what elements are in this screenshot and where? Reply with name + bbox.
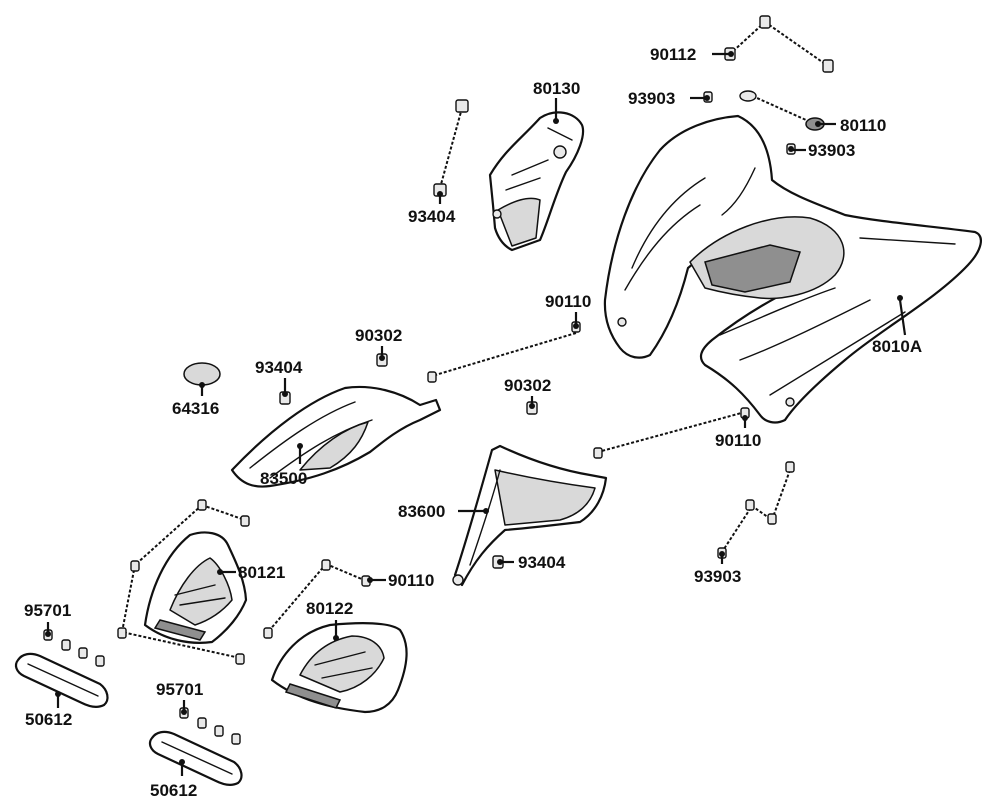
label-83500: 83500 [260,469,307,488]
label-93903-top: 93903 [628,89,675,108]
leader-lines [45,51,907,776]
side-cover-83500 [230,385,442,488]
label-90110-bottom: 90110 [388,571,434,590]
label-95701-left: 95701 [24,601,71,620]
rear-fender-8010A [603,114,982,424]
foot-peg-50612-a [14,652,109,708]
label-93404-bottom: 93404 [518,553,566,572]
footrest-80122 [270,622,408,714]
side-cover-83600 [452,444,608,587]
label-90110-right: 90110 [715,431,761,450]
label-93903-bottom: 93903 [694,567,741,586]
label-90112: 90112 [650,45,696,64]
label-64316: 64316 [172,399,219,418]
label-93404-top: 93404 [408,207,456,226]
label-93903-right: 93903 [808,141,855,160]
bracket-80130 [488,111,585,252]
label-80110: 80110 [840,116,886,135]
label-80130: 80130 [533,79,580,98]
label-80122: 80122 [306,599,353,618]
label-90110-mid: 90110 [545,292,591,311]
part-labels: 90112 93903 80110 93903 80130 93404 9011… [24,45,922,800]
label-50612-bottom: 50612 [150,781,197,800]
label-50612-left: 50612 [25,710,72,729]
label-90302-center: 90302 [504,376,551,395]
footrest-80121 [143,531,248,644]
label-93404-left: 93404 [255,358,303,377]
fastener-lines [120,21,829,659]
label-95701-bottom: 95701 [156,680,203,699]
label-83600: 83600 [398,502,445,521]
label-90302-left: 90302 [355,326,402,345]
foot-peg-50612-b [148,730,243,786]
label-80121: 80121 [238,563,285,582]
label-8010A: 8010A [872,337,922,356]
